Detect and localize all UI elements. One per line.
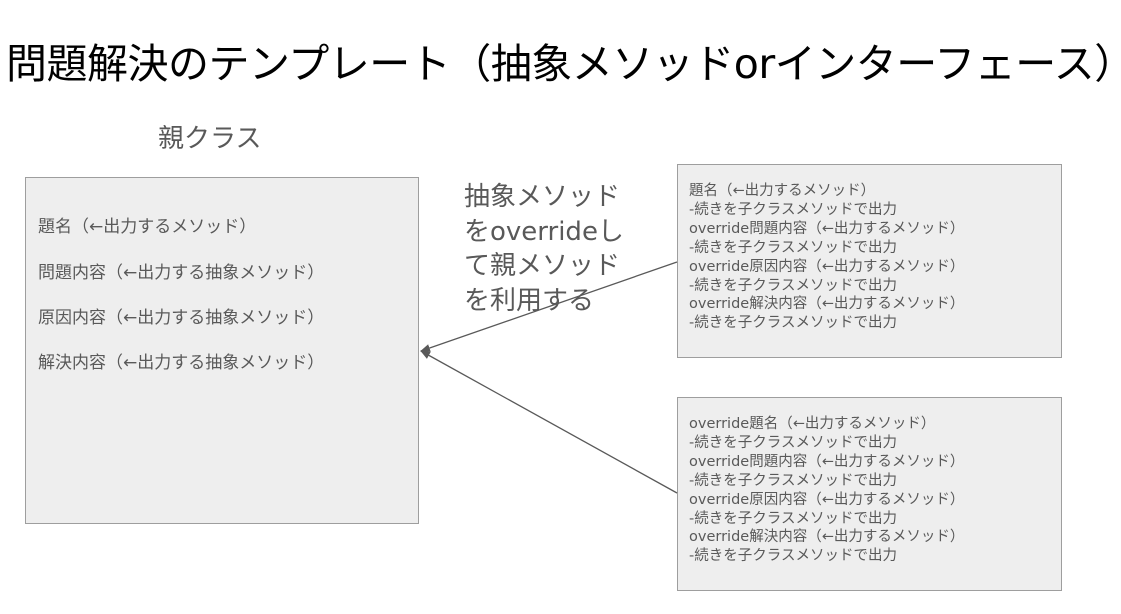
parent-class-label: 親クラス (158, 124, 262, 154)
parent-row-title: 題名（←出力するメソッド） (38, 217, 257, 237)
parent-row-solution: 解決内容（←出力する抽象メソッド） (38, 353, 325, 373)
annotation-line: を利用する (464, 285, 595, 316)
child2-line: override原因内容（←出力するメソッド） (689, 491, 965, 508)
child1-line: -続きを子クラスメソッドで出力 (689, 239, 897, 256)
override-annotation: 抽象メソッド をoverrideし て親メソッド を利用する (464, 180, 624, 318)
child-class-box-2: override題名（←出力するメソッド） -続きを子クラスメソッドで出力 ov… (677, 397, 1062, 591)
page-title: 問題解決のテンプレート（抽象メソッドorインターフェース） (6, 40, 1121, 88)
annotation-line: をoverrideし (464, 216, 624, 247)
child1-line: override問題内容（←出力するメソッド） (689, 220, 965, 237)
child1-line: -続きを子クラスメソッドで出力 (689, 277, 897, 294)
annotation-line: て親メソッド (464, 251, 621, 281)
annotation-line: 抽象メソッド (464, 182, 621, 212)
arrow-child2-to-parent (420, 350, 678, 494)
parent-row-cause: 原因内容（←出力する抽象メソッド） (38, 308, 325, 328)
child2-line: override解決内容（←出力するメソッド） (689, 529, 965, 546)
arrow-child1-to-parent (420, 261, 678, 352)
child2-line: -続きを子クラスメソッドで出力 (689, 510, 897, 527)
child1-line: override解決内容（←出力するメソッド） (689, 296, 965, 313)
child1-line: 題名（←出力するメソッド） (689, 183, 876, 199)
child2-line: override問題内容（←出力するメソッド） (689, 453, 965, 470)
child2-line: -続きを子クラスメソッドで出力 (689, 548, 897, 565)
child1-line: -続きを子クラスメソッドで出力 (689, 315, 897, 332)
child1-line: -続きを子クラスメソッドで出力 (689, 201, 897, 218)
parent-class-box: 題名（←出力するメソッド） 問題内容（←出力する抽象メソッド） 原因内容（←出力… (25, 177, 419, 524)
child2-line: -続きを子クラスメソッドで出力 (689, 472, 897, 489)
parent-row-problem: 問題内容（←出力する抽象メソッド） (38, 263, 325, 283)
child2-line: override題名（←出力するメソッド） (689, 416, 936, 432)
child-class-box-1: 題名（←出力するメソッド） -続きを子クラスメソッドで出力 override問題… (677, 164, 1062, 358)
child1-line: override原因内容（←出力するメソッド） (689, 258, 965, 275)
child2-line: -続きを子クラスメソッドで出力 (689, 434, 897, 451)
